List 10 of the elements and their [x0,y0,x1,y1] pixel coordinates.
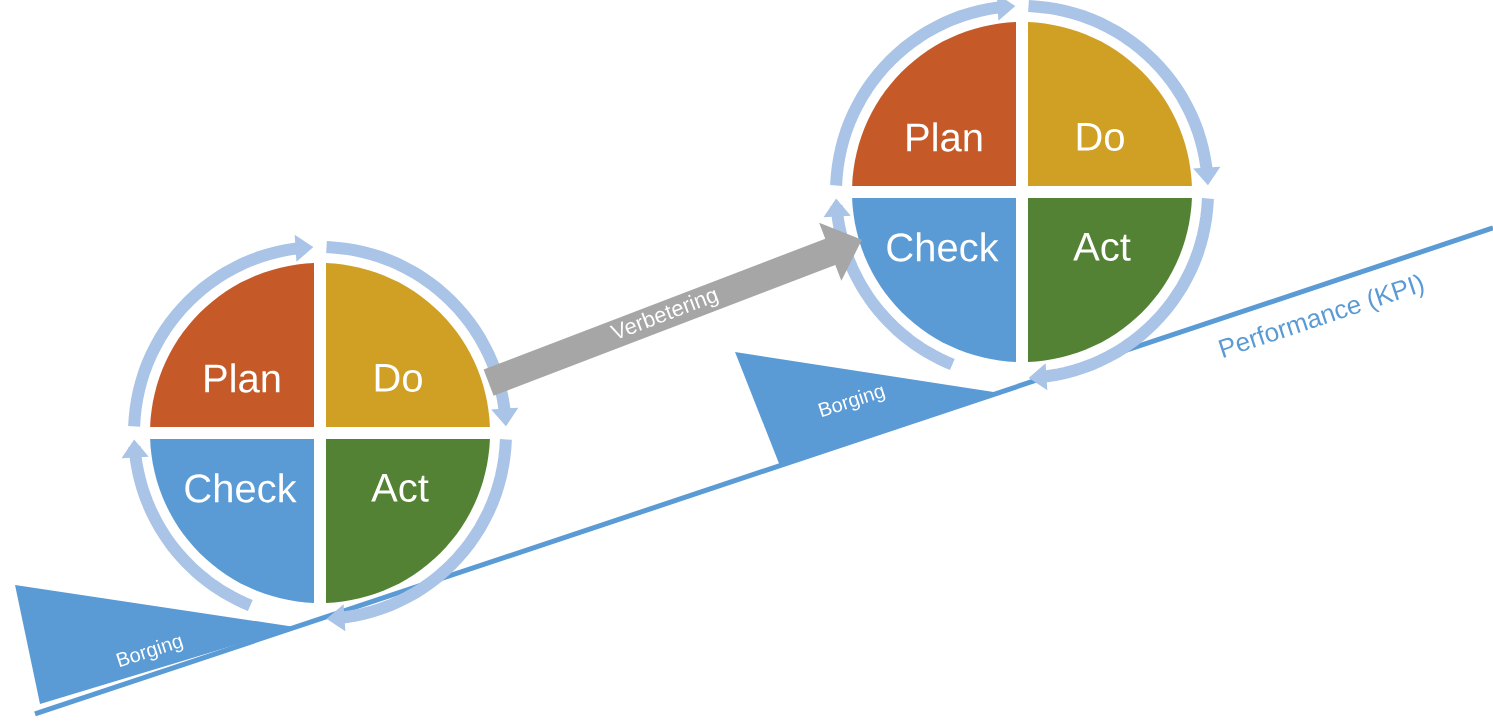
quadrant: Act [1028,198,1192,362]
quadrant: Check [852,198,1016,362]
quadrant: Plan [852,22,1016,186]
quadrant: Act [326,439,490,603]
quadrant: Plan [150,263,314,427]
wedge: Borging [15,585,295,704]
wedge: Borging [735,352,1000,466]
quadrant: Do [326,263,490,427]
quadrant: Check [150,439,314,603]
quadrant: Do [1028,22,1192,186]
